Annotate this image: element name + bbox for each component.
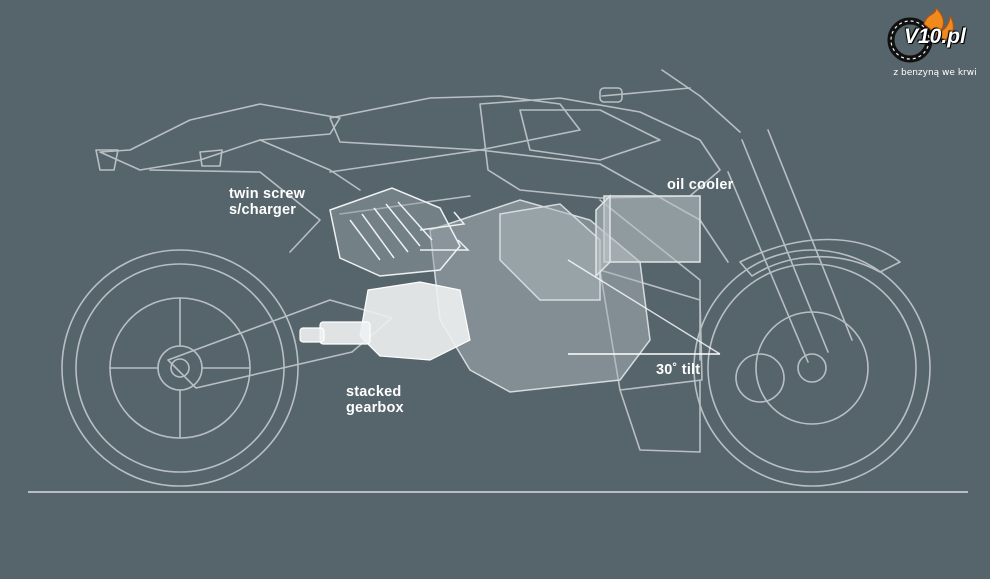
tire-flame-icon [887,6,954,63]
tilt-label: 30˚ tilt [656,362,701,378]
fuel-tank [479,97,721,199]
tail-section [99,103,341,171]
oil-cooler-box [603,195,701,263]
gearbox-label-line1: stacked [346,384,402,400]
front-wheel [693,249,931,487]
rear-wheel [61,249,299,487]
supercharger-housing [329,187,461,277]
gearbox-label: stacked gearbox [346,384,404,416]
supercharger-label-line1: twin screw [229,186,306,202]
logo-tagline: z benzyną we krwi [893,68,977,78]
gearbox-block [359,281,471,361]
seat [329,95,581,151]
cylinder-head [499,203,601,301]
front-fork [727,129,853,363]
oil-cooler-label: oil cooler [667,177,734,193]
gearbox-label-line2: gearbox [346,400,404,416]
handlebar [601,69,741,133]
logo-name: V10.pl [904,25,966,48]
supercharger-label: twin screw s/charger [229,186,305,218]
supercharger-label-line2: s/charger [229,202,297,218]
tilt-indicator [567,259,721,355]
front-fender [739,238,901,277]
site-logo: V10.pl z benzyną we krwi [884,6,986,84]
